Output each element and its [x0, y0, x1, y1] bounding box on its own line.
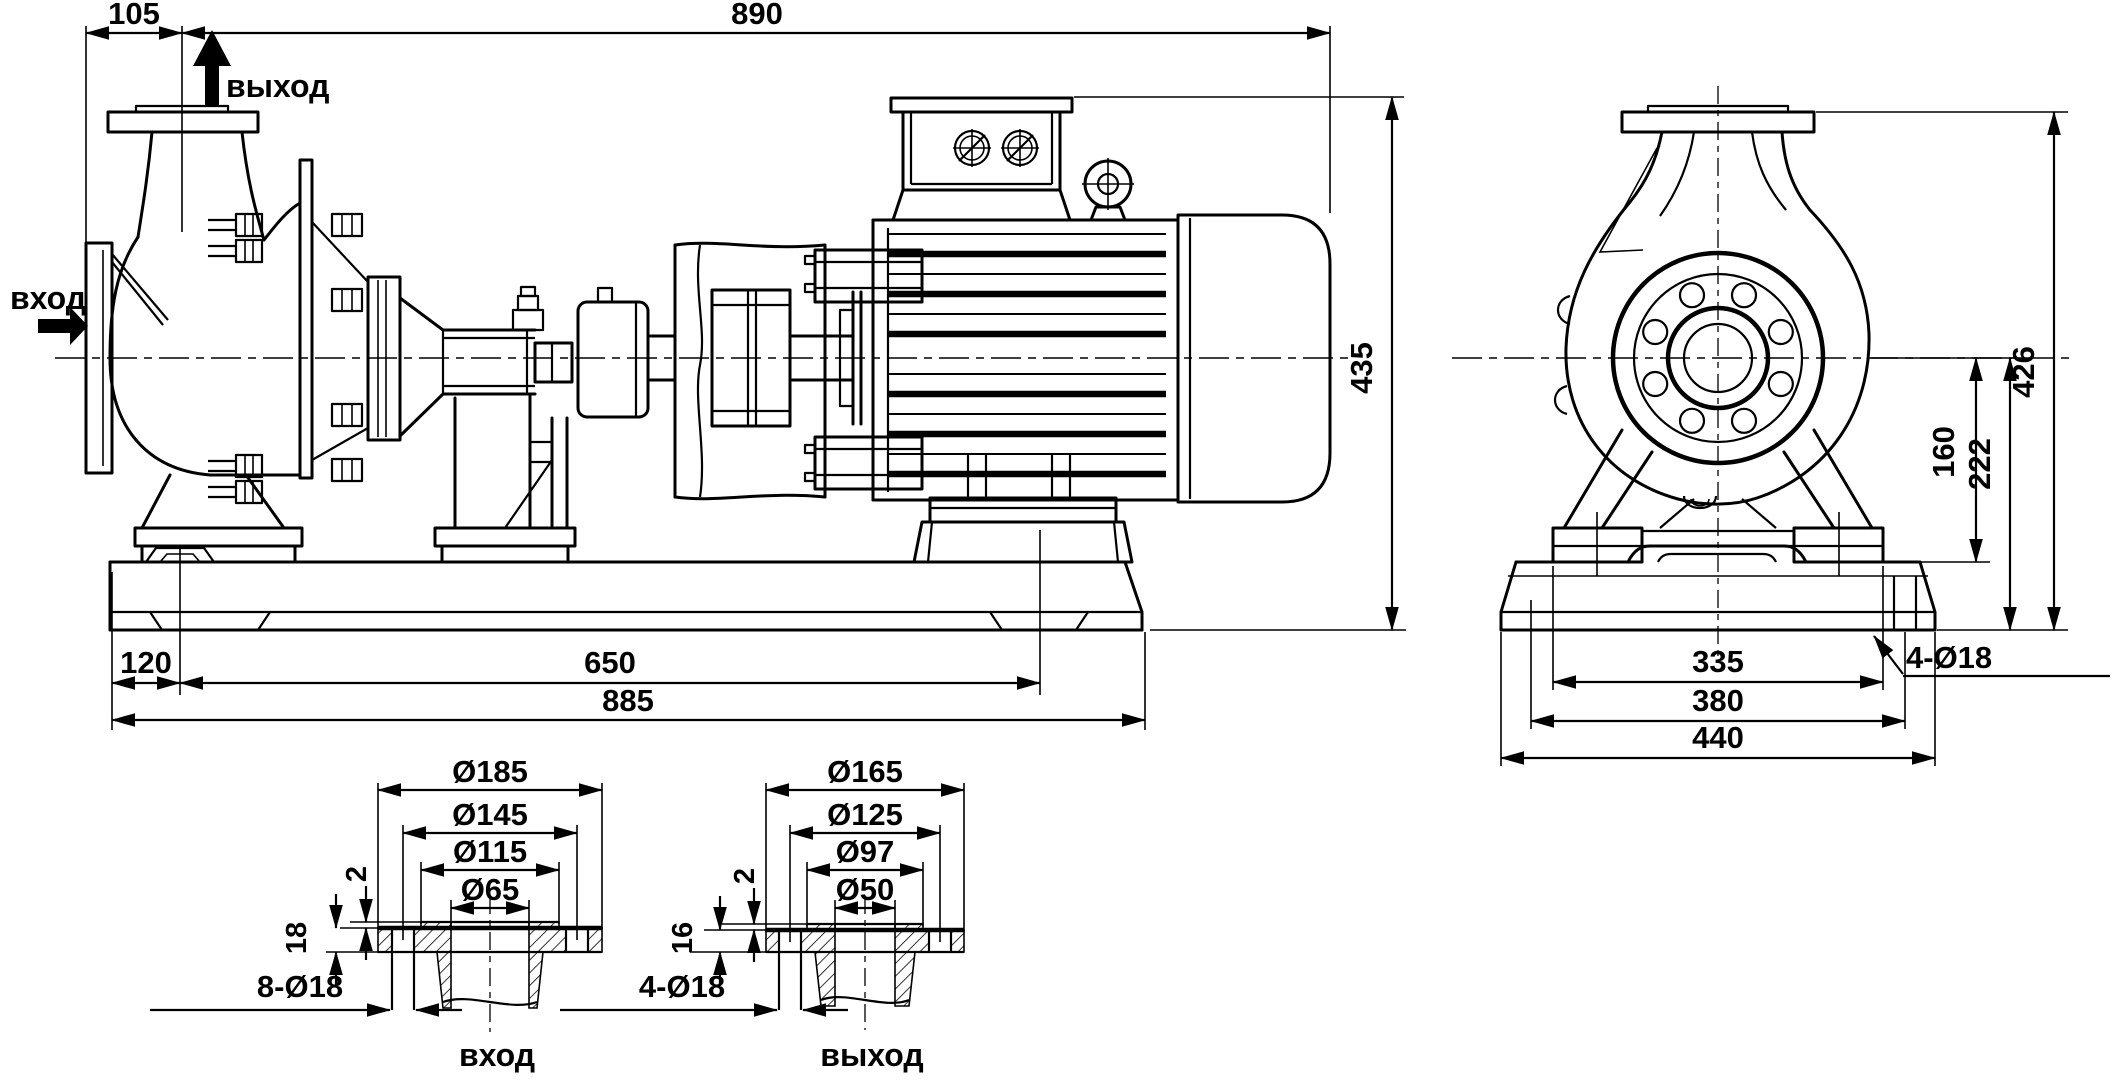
inlet-dia-raised-face: Ø115	[453, 834, 527, 869]
end-view-dimensions: 160 222 426 335 380 440 4-Ø18	[1500, 111, 2110, 766]
dim-flange-offset: 105	[108, 0, 160, 31]
end-discharge-flange	[1620, 104, 1816, 134]
cover-bolt-holes	[1642, 282, 1794, 434]
casing-bolts	[208, 212, 264, 505]
inlet-flange-section	[377, 920, 603, 1010]
outlet-thickness: 16	[667, 922, 699, 954]
inlet-label: вход	[10, 280, 86, 316]
inlet-thickness: 18	[281, 922, 313, 954]
discharge-flange	[106, 104, 266, 242]
outlet-flange-detail: Ø165 Ø125 Ø97 Ø50	[560, 754, 965, 1073]
dim-foot-offset: 120	[120, 645, 172, 680]
inlet-face-height: 2	[341, 866, 373, 882]
dim-base-length: 885	[602, 683, 654, 718]
cover-bolts	[330, 212, 364, 483]
outlet-dia-raised-face: Ø97	[836, 834, 895, 869]
suction-flange	[84, 241, 114, 475]
coupling	[576, 286, 677, 419]
inlet-detail-title: вход	[459, 1037, 535, 1073]
dim-centerline-to-base: 222	[1962, 438, 1997, 490]
side-view-dimensions: 105 890 435 120 650 885	[85, 0, 1406, 730]
outlet-label: выход	[226, 68, 329, 104]
outlet-face-height: 2	[729, 868, 761, 884]
dim-length-total: 890	[731, 0, 783, 31]
dim-foot-span: 650	[584, 645, 636, 680]
dim-height-total: 435	[1344, 342, 1379, 394]
outlet-thickness-dims: 2 16	[667, 868, 807, 986]
outlet-flow-arrow	[193, 30, 231, 106]
inlet-dia-bore: Ø65	[461, 872, 520, 907]
inlet-thickness-dims: 2 18	[281, 866, 421, 986]
dim-centerline-to-feet: 160	[1926, 426, 1961, 478]
end-view: 160 222 426 335 380 440 4-Ø18	[1452, 86, 2110, 766]
end-volute-casing	[1553, 130, 1871, 510]
inlet-flow-arrow	[38, 307, 88, 345]
motor-feet	[912, 455, 1134, 564]
lifting-eye-icon	[1082, 158, 1134, 222]
terminal-box-screws	[953, 129, 1039, 167]
inlet-dia-bolt-circle: Ø145	[452, 797, 528, 832]
outlet-detail-title: выход	[820, 1037, 923, 1073]
terminal-box	[889, 96, 1074, 222]
outlet-dia-bore: Ø50	[836, 872, 895, 907]
inlet-holes-callout: 8-Ø18	[257, 969, 343, 1004]
outlet-holes-callout: 4-Ø18	[639, 969, 725, 1004]
dim-base-width: 440	[1692, 720, 1744, 755]
dim-feet-span: 335	[1692, 644, 1744, 679]
dim-height-flange: 426	[2006, 346, 2041, 398]
outlet-dia-outer: Ø165	[827, 754, 903, 789]
outlet-dia-bolt-circle: Ø125	[827, 797, 903, 832]
base-frame	[108, 546, 1144, 632]
side-view: вход выход 105 890 435	[10, 0, 1406, 730]
inlet-dia-outer: Ø185	[452, 754, 528, 789]
outlet-flange-section	[765, 922, 965, 1010]
dim-hole-span: 380	[1692, 683, 1744, 718]
base-holes-callout: 4-Ø18	[1906, 640, 1992, 675]
bearing-bracket	[366, 275, 577, 564]
end-base-frame	[1499, 544, 1937, 632]
motor	[803, 96, 1332, 564]
motor-fins	[888, 233, 1166, 478]
coupling-guard	[673, 241, 855, 501]
inlet-flange-detail: Ø185 Ø145 Ø115 Ø65	[150, 754, 603, 1073]
pump-casing	[108, 158, 369, 505]
